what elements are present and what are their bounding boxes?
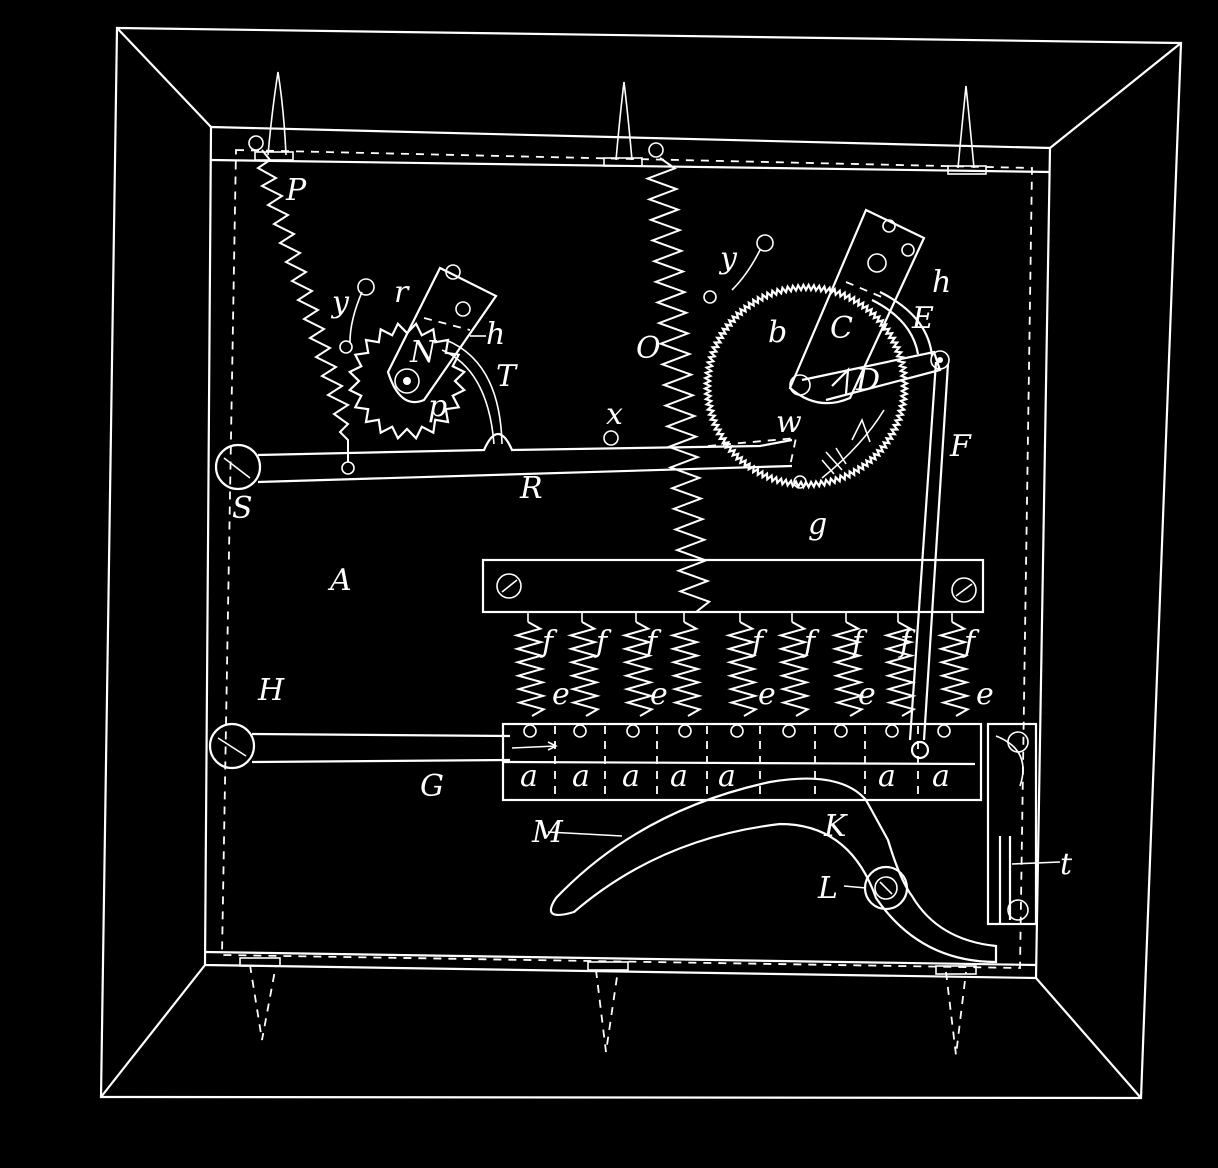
- label-b: b: [768, 315, 787, 350]
- spring-f: [936, 621, 971, 717]
- rod-F: [908, 361, 950, 741]
- label-a: a: [718, 759, 736, 794]
- pawl-T: [441, 339, 503, 445]
- label-O: O: [636, 331, 661, 366]
- label-e: e: [650, 677, 668, 712]
- label-f: f: [962, 625, 980, 660]
- spring-f: [512, 621, 547, 717]
- spring-O: [644, 142, 712, 613]
- label-A: A: [327, 563, 352, 598]
- label-p: p: [428, 389, 447, 424]
- label-f: f: [594, 625, 612, 660]
- label-R: R: [519, 471, 543, 506]
- label-E: E: [911, 301, 934, 336]
- bracket-C: [788, 208, 926, 405]
- label-f: f: [750, 625, 768, 660]
- label-e: e: [552, 677, 570, 712]
- trigger-K: [549, 777, 998, 964]
- click-y-right: [703, 234, 774, 304]
- spring-f: [668, 621, 703, 717]
- label-f: f: [644, 625, 662, 660]
- spring-f: [724, 621, 759, 717]
- label-a: a: [622, 759, 640, 794]
- label-G: G: [420, 769, 444, 804]
- springs-f: [512, 612, 971, 717]
- label-h-left: h: [486, 317, 505, 352]
- arm-D: [801, 350, 942, 402]
- box-frame: [99, 26, 1183, 1100]
- label-f: f: [540, 625, 558, 660]
- label-a: a: [878, 759, 896, 794]
- nails: [239, 71, 987, 1056]
- spring-P: [248, 135, 355, 475]
- label-h-right: h: [932, 265, 951, 300]
- label-L: L: [817, 871, 838, 906]
- label-t: t: [1060, 847, 1073, 882]
- label-K: K: [823, 809, 848, 844]
- label-g: g: [808, 507, 827, 542]
- label-r: r: [394, 275, 410, 310]
- label-f: f: [802, 625, 820, 660]
- label-a: a: [932, 759, 950, 794]
- label-e: e: [858, 677, 876, 712]
- label-x: x: [606, 397, 623, 432]
- label-y-left: y: [330, 285, 350, 320]
- label-T: T: [496, 359, 518, 394]
- click-y-left: [339, 278, 375, 354]
- label-a: a: [572, 759, 590, 794]
- label-f: f: [898, 625, 916, 660]
- label-H: H: [257, 673, 285, 708]
- spring-bar: [481, 558, 985, 614]
- spring-f: [830, 621, 865, 717]
- label-w: w: [776, 405, 802, 440]
- bracket-N: [386, 264, 498, 404]
- label-a: a: [520, 759, 538, 794]
- label-D: D: [855, 363, 880, 398]
- label-e: e: [976, 677, 994, 712]
- arm-E: [871, 291, 950, 370]
- key-strip: [501, 722, 983, 802]
- spring-f: [566, 621, 601, 717]
- labels: P y r h N T p x O y h E b C D w F g R S …: [232, 173, 1073, 906]
- label-F: F: [949, 429, 972, 464]
- lever-G: [208, 722, 511, 770]
- latch-t: [986, 722, 1038, 926]
- label-P: P: [285, 173, 307, 208]
- label-f: f: [850, 625, 868, 660]
- spring-f: [882, 621, 917, 717]
- label-a: a: [670, 759, 688, 794]
- spring-f: [776, 621, 811, 717]
- spring-f: [620, 621, 655, 717]
- label-S: S: [232, 491, 253, 526]
- label-C: C: [830, 311, 853, 346]
- label-e: e: [758, 677, 776, 712]
- lever-R: [214, 430, 798, 491]
- label-N: N: [409, 335, 438, 370]
- label-y-right: y: [718, 241, 738, 276]
- arrow-feather: [821, 409, 885, 479]
